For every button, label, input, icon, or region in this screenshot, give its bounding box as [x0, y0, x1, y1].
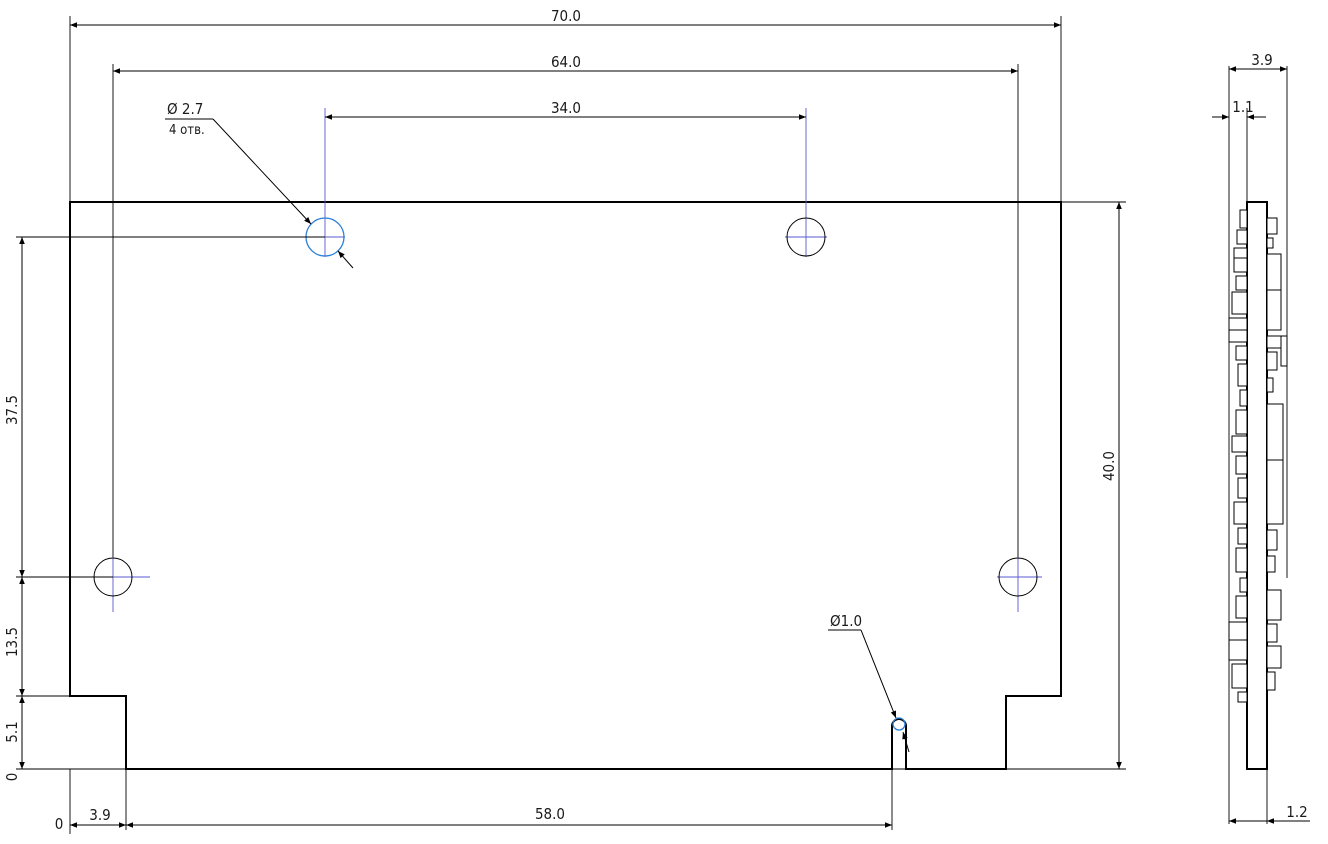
dim-hole-spacing-outer: 64.0: [551, 53, 581, 71]
dim-hole-diameter: Ø 2.7: [167, 100, 203, 118]
dim-slot-position: 58.0: [535, 805, 565, 823]
mounting-hole-bottom-left: [90, 557, 150, 612]
dim-total-thickness: 3.9: [1251, 51, 1272, 69]
leader-slot-diameter: [828, 629, 910, 753]
dim-hole-spacing-inner: 34.0: [551, 99, 581, 117]
dim-pcb-thickness: 1.2: [1286, 803, 1307, 821]
mounting-hole-bottom-right: [997, 557, 1042, 612]
dim-origin-x: 0: [55, 815, 64, 833]
dim-height-to-top-holes: 37.5: [3, 395, 21, 425]
dim-height-to-bottom-holes: 13.5: [3, 627, 21, 657]
leader-hole-diameter: [165, 118, 354, 269]
dim-origin-y: 0: [3, 773, 21, 782]
top-components: [1266, 217, 1288, 691]
slot-hole: [892, 717, 906, 731]
dim-notch-width: 3.9: [89, 806, 110, 824]
dim-component-height: 1.1: [1232, 98, 1253, 116]
dim-notch-height: 5.1: [3, 721, 21, 742]
mounting-hole-top-left: [305, 108, 345, 257]
mounting-hole-top-right: [785, 108, 827, 257]
dim-slot-diameter: Ø1.0: [830, 612, 862, 630]
front-view: 70.0 64.0 34.0 Ø 2.7 4 отв. 37.5 13.5 5.…: [3, 7, 1126, 834]
side-view: 3.9 1.1 1.2: [1212, 51, 1310, 824]
bottom-components: [1228, 209, 1248, 703]
dim-hole-count-note: 4 отв.: [169, 123, 205, 138]
board-outline: [69, 201, 1062, 770]
pcb-edge: [1246, 201, 1268, 770]
dim-board-height: 40.0: [1100, 451, 1118, 481]
dimension-lines: [19, 22, 1122, 828]
extension-lines: [16, 16, 1126, 834]
dim-overall-width: 70.0: [551, 7, 581, 25]
